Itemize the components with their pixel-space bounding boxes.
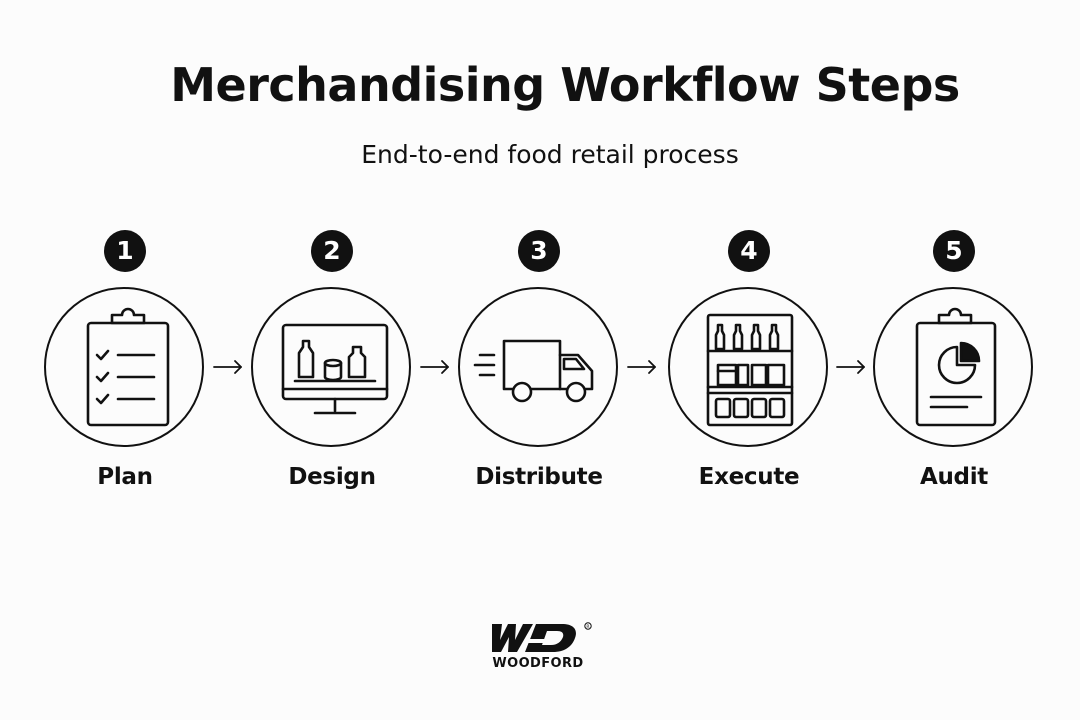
step-number-badge: 3 [518,230,560,272]
step-number-badge: 1 [104,230,146,272]
monitor-products-icon [281,323,389,415]
step-number-badge: 4 [728,230,770,272]
right-arrow-icon [420,360,449,374]
step-icon-circle [251,287,411,447]
step-distribute: 3 Distribute [454,230,624,500]
step-design: 2 Design [247,230,417,500]
step-label: Audit [919,464,989,490]
step-plan: 1 Plan [40,230,210,500]
step-number-badge: 5 [933,230,975,272]
diagram-title: Merchandising Workflow Steps [170,58,960,112]
step-label: Execute [698,464,800,490]
step-icon-circle [668,287,828,447]
step-number-badge: 2 [311,230,353,272]
step-audit: 5 Audit [869,230,1039,500]
delivery-truck-icon [473,339,594,403]
diagram-subtitle: End-to-end food retail process [361,140,739,169]
clipboard-pie-chart-icon [915,307,997,427]
svg-text:R: R [586,624,589,630]
step-icon-circle [873,287,1033,447]
step-label: Distribute [475,464,603,490]
woodford-logo: R WOODFORD [484,620,596,676]
right-arrow-icon [836,360,865,374]
step-icon-circle [44,287,204,447]
logo-wordmark: WOODFORD [492,656,584,671]
step-icon-circle [458,287,618,447]
step-label: Plan [97,464,153,490]
store-shelf-icon [706,313,794,427]
wd-logo-mark: R [492,622,592,652]
right-arrow-icon [213,360,242,374]
step-label: Design [288,464,376,490]
step-execute: 4 Execute [664,230,834,500]
clipboard-checklist-icon [86,307,170,427]
right-arrow-icon [627,360,656,374]
